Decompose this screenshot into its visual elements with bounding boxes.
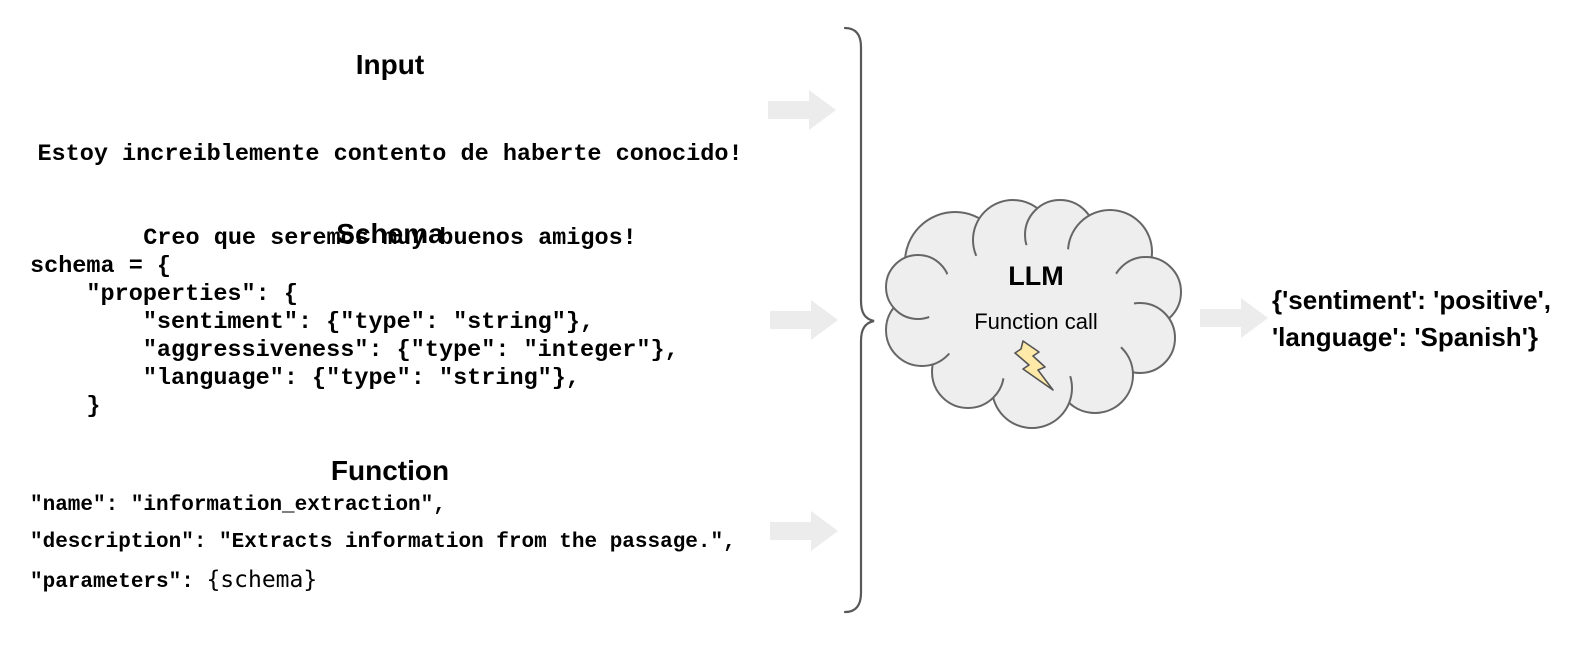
output-result-line: {'sentiment': 'positive', [1272, 285, 1552, 315]
input-section-title: Input [355, 49, 425, 80]
function-parameters-label: "parameters": [30, 571, 207, 594]
output-result-text: {'sentiment': 'positive', 'language': 'S… [1272, 282, 1551, 356]
llm-cloud-icon [885, 199, 1182, 429]
output-result-line: 'language': 'Spanish'} [1272, 322, 1538, 352]
lightning-bolt-icon [1014, 340, 1054, 391]
llm-label: LLM [1008, 261, 1064, 291]
function-code-line: "description": "Extracts information fro… [30, 531, 736, 554]
output-arrow-icon [1200, 298, 1268, 338]
function-arrow-icon [770, 511, 838, 551]
schema-arrow-icon [770, 300, 838, 340]
function-code-line: "parameters": {schema} [30, 568, 317, 595]
function-code-line: "name": "information_extraction", [30, 494, 446, 517]
schema-code-block: schema = { "properties": { "sentiment": … [30, 253, 679, 420]
input-text-line: Creo que seremos muy buenos amigos! [143, 225, 637, 252]
input-text: Estoy increiblemente contento de haberte… [20, 85, 760, 309]
function-section-title: Function [330, 455, 450, 486]
input-text-line: Estoy increiblemente contento de haberte… [37, 141, 743, 168]
curly-brace-icon [843, 26, 875, 614]
input-arrow-icon [768, 90, 836, 130]
function-call-label: Function call [974, 309, 1098, 334]
schema-reference-token: {schema} [206, 567, 318, 593]
schema-section-title: Schema [336, 218, 444, 249]
